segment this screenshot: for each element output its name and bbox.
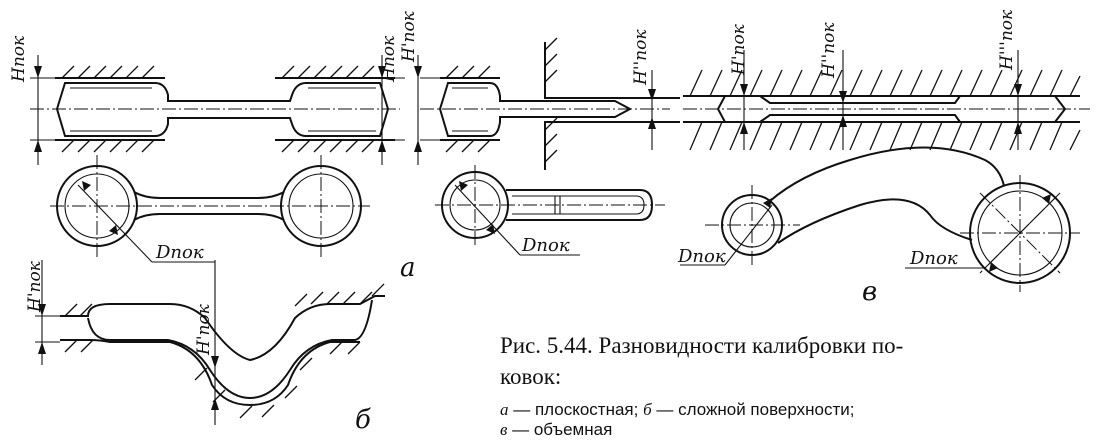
- label-h1-pok-a2: H'пок: [399, 10, 419, 63]
- view-v-plan: [680, 146, 1080, 292]
- view-a-plan: [50, 155, 370, 263]
- label-h3-pok-v: H'''пок: [997, 9, 1017, 71]
- view-b-section: [35, 260, 385, 425]
- legend-v-text: — объемная: [507, 420, 613, 439]
- label-d-pok-v-large: Dпок: [909, 248, 958, 269]
- legend-b-text: — сложной поверхности;: [651, 400, 855, 419]
- label-h1-pok-v: H'пок: [729, 23, 749, 76]
- caption-title-line1: Рис. 5.44. Разновидности калибровки по-: [500, 333, 904, 358]
- view-a2-section: [414, 37, 680, 170]
- dimension-labels: Hпок Hпок H'пок H''пок H'пок H''пок H'''…: [9, 9, 1017, 435]
- label-h-pok-a-left: Hпок: [9, 35, 29, 83]
- caption-legend-line1: а — плоскостная; б — сложной поверхности…: [500, 400, 1100, 420]
- label-d-pok-a2: Dпок: [521, 235, 570, 256]
- view-a-section: [30, 55, 405, 165]
- view-v-section: [683, 50, 1090, 151]
- caption-title-line2: ковок:: [500, 364, 562, 389]
- view-a2-plan: [435, 165, 665, 256]
- legend-a-letter: а: [500, 400, 509, 419]
- view-label-a: а: [400, 253, 416, 283]
- label-h1-pok-b-left: H'пок: [25, 260, 45, 313]
- view-label-b: б: [355, 405, 371, 435]
- legend-a-text: — плоскостная;: [508, 400, 644, 419]
- view-label-v: в: [862, 277, 877, 307]
- label-d-pok-a: Dпок: [155, 242, 204, 263]
- caption-legend-line2: в — объемная: [500, 420, 1100, 440]
- legend-v-letter: в: [500, 420, 508, 439]
- legend-b-letter: б: [643, 400, 652, 419]
- label-h-pok-a-right: Hпок: [379, 35, 399, 83]
- label-h2-pok-a2: H''пок: [631, 29, 651, 86]
- label-d-pok-v-small: Dпок: [677, 246, 726, 267]
- label-h1-pok-b-center: H'пок: [194, 303, 214, 356]
- caption-legend: а — плоскостная; б — сложной поверхности…: [500, 400, 1100, 440]
- figure-caption: Рис. 5.44. Разновидности калибровки по- …: [500, 330, 1100, 440]
- label-h2-pok-v: H''пок: [819, 22, 839, 79]
